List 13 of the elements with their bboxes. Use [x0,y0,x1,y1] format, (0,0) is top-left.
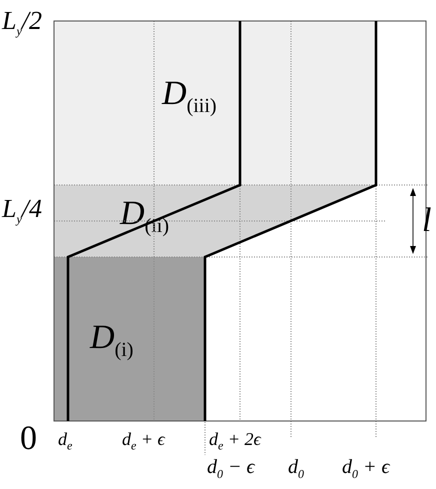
axis-tick-label: d$_{0}$ − ϵ [207,457,255,480]
domain-region [54,21,376,185]
axis-tick-label: d$_{0}$ [288,457,304,480]
axis-tick-label: d$_{e}$ [58,430,72,452]
region-label: D$_{(i)}$ [90,321,134,360]
axis-tick-label: 0 [20,422,37,456]
axis-tick-label: d$_{e}$ + ϵ [122,430,165,452]
domain-region [54,257,205,421]
region-label: D$_{(iii)}$ [162,77,217,116]
axis-tick-label: d$_{e}$ + 2ϵ [209,430,261,452]
axis-tick-label: L$_{y}$/4 [2,196,42,226]
axis-tick-label: d$_{0}$ + ϵ [342,457,390,480]
axis-tick-label: L$_{y}$/2 [2,8,42,38]
